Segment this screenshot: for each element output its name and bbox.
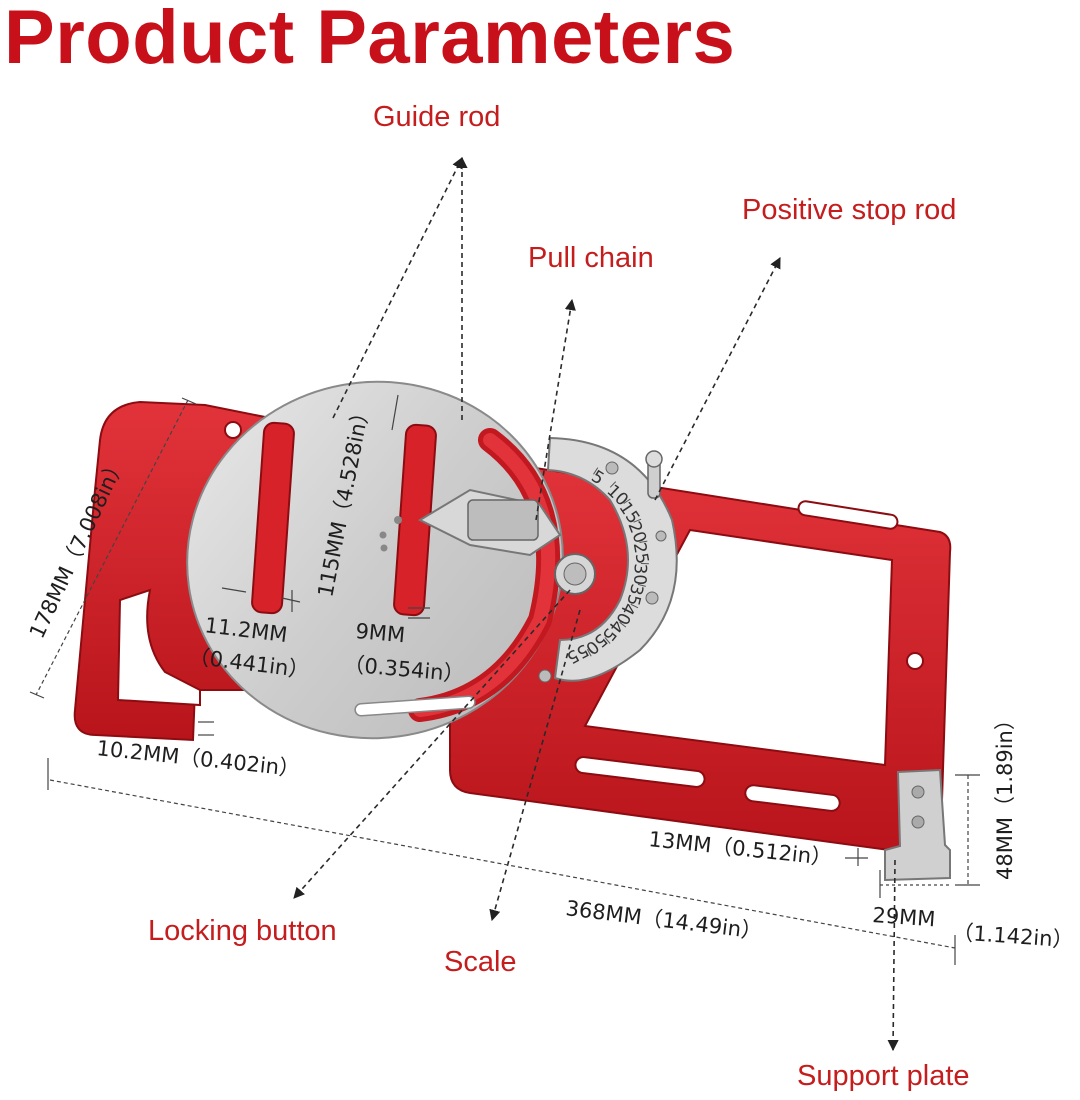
dimension-lines <box>29 394 980 965</box>
scale-tick <box>609 481 617 488</box>
page-title: Product Parameters <box>4 0 736 80</box>
scale-tick <box>619 621 627 628</box>
label-scale: Scale <box>444 946 517 978</box>
support-plate <box>884 768 951 882</box>
dim-support-width-mm: 29MM <box>872 903 936 931</box>
scale-tick <box>637 583 646 587</box>
callout-lines <box>293 156 899 1052</box>
dim-slot-width-mm: 9MM <box>355 619 407 647</box>
label-pull-chain: Pull chain <box>528 242 654 274</box>
scale-tick <box>593 467 599 475</box>
scale-mark: 25 <box>629 541 652 566</box>
dim-support-height: 48MM（1.89in） <box>993 709 1017 880</box>
label-support-plate: Support plate <box>797 1060 970 1092</box>
pull-chain-latch <box>379 488 562 557</box>
scale-tick <box>639 540 648 543</box>
dim-support-width-in: （1.142in） <box>952 920 1075 952</box>
dim-overall-length: 368MM（14.49in） <box>564 896 763 944</box>
label-positive-stop-rod: Positive stop rod <box>742 194 957 226</box>
scale-tick <box>630 603 639 609</box>
scale-mark: 30 <box>629 563 650 585</box>
scale-tick <box>633 518 642 523</box>
label-guide-rod: Guide rod <box>373 101 501 133</box>
scale-tick <box>623 498 631 504</box>
scale-tick <box>586 648 592 657</box>
scale-tick <box>604 637 611 644</box>
label-locking-button: Locking button <box>148 915 337 947</box>
dim-hook-gap: 10.2MM（0.402in） <box>95 736 301 781</box>
guide-rods <box>251 421 437 617</box>
